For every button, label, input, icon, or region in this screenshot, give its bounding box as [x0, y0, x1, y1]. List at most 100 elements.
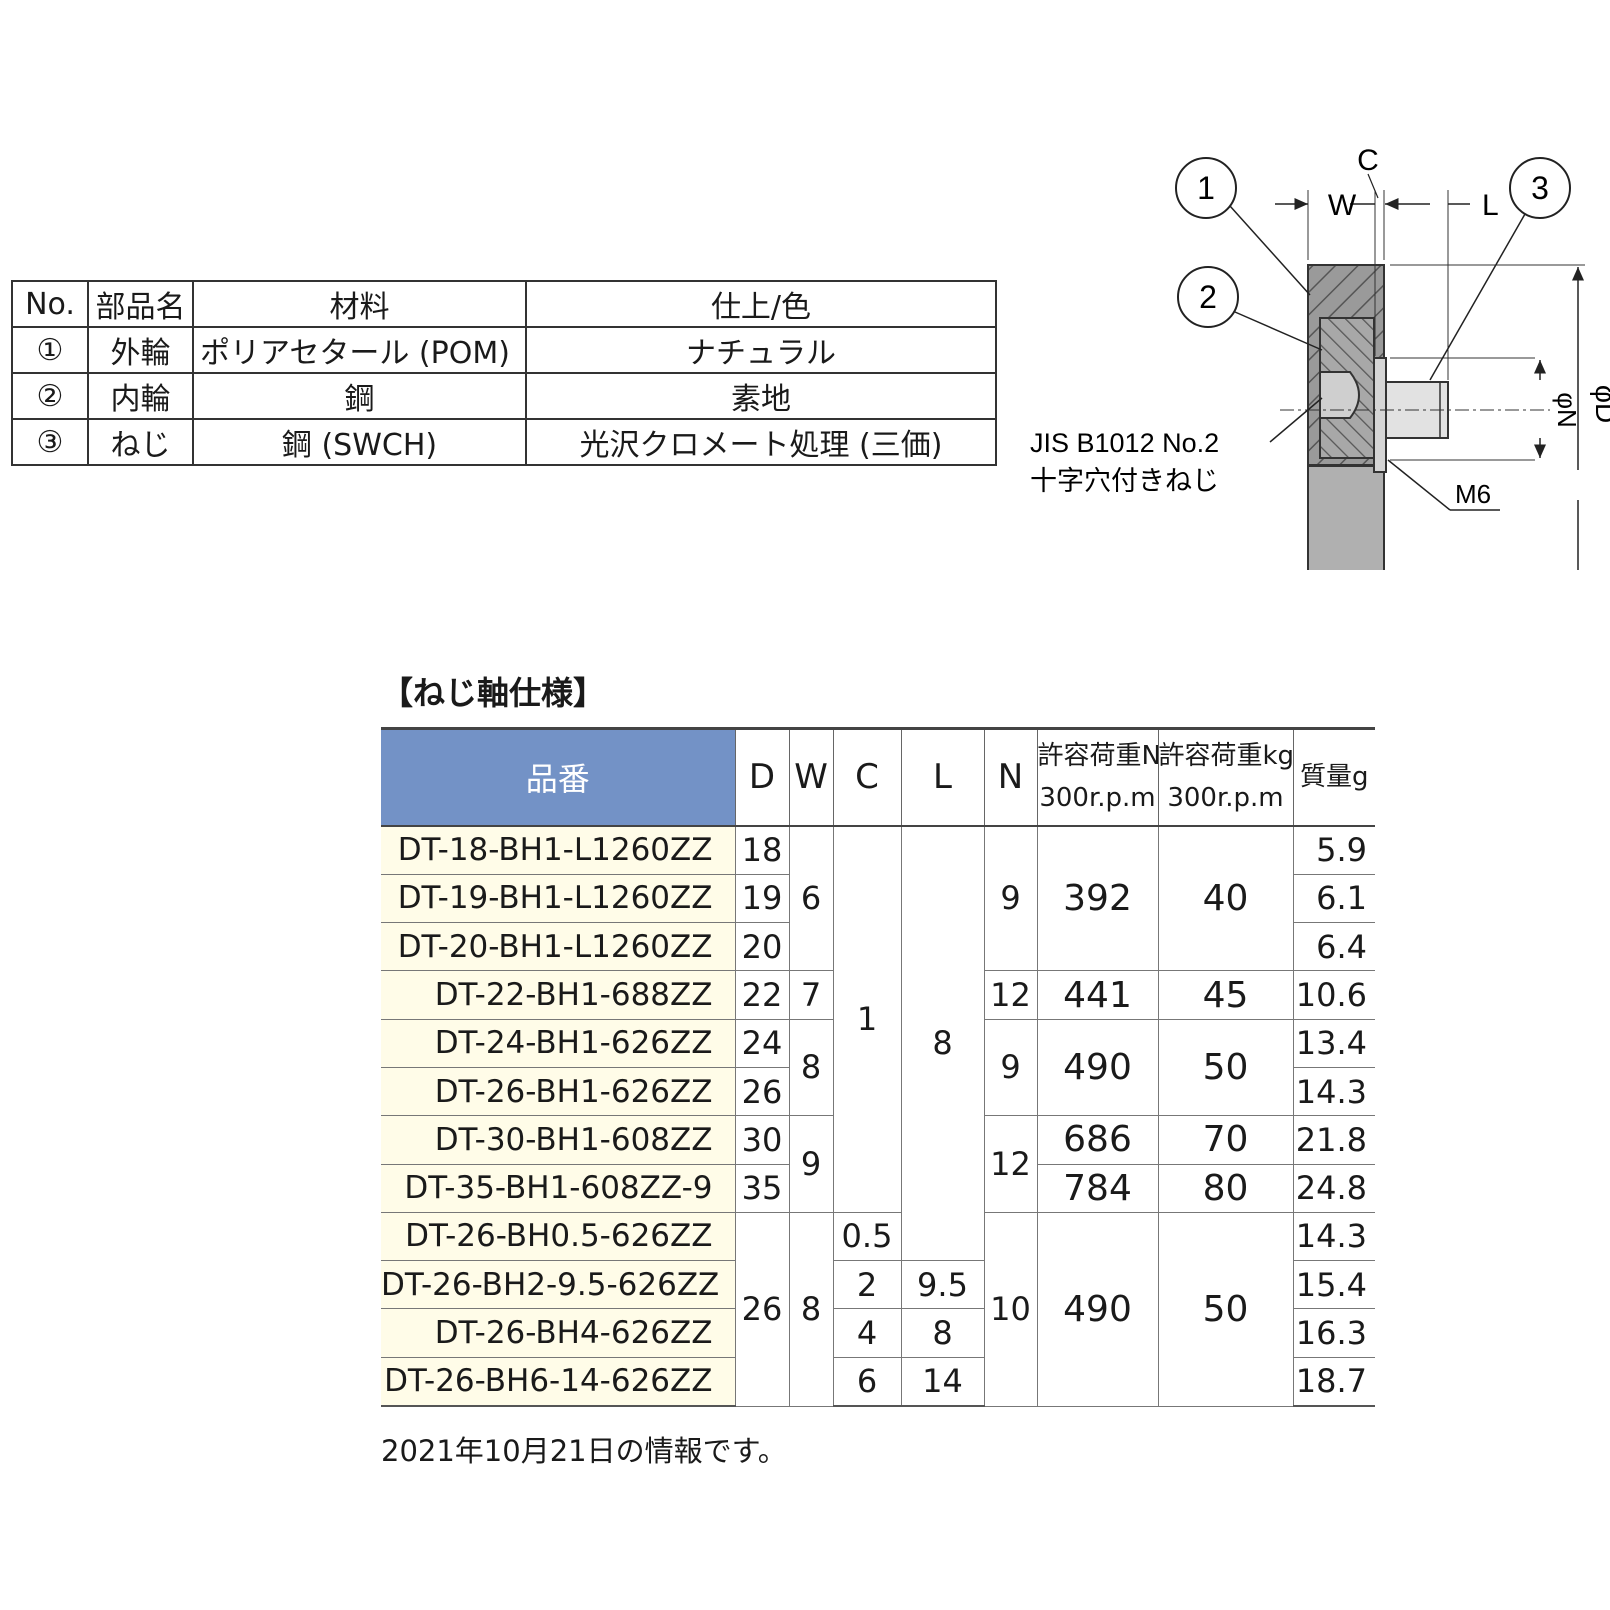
spec-row: DT-18-BH1-L1260ZZ 18 6 1 8 9 392 40 5.9: [381, 825, 1375, 1262]
callout-3-circle: [1509, 157, 1571, 219]
spec-load-kgf: 50: [1157, 1018, 1294, 1117]
spec-header-load-n-line1: 許容荷重N/: [1037, 741, 1158, 772]
spec-part-number: DT-26-BH1-626ZZ: [381, 1066, 736, 1117]
spec-part-number: DT-26-BH4-626ZZ: [381, 1308, 736, 1358]
dim-d-label: φD: [1590, 385, 1610, 423]
spec-n: 12: [983, 970, 1038, 1020]
spec-part-number: DT-24-BH1-626ZZ: [381, 1018, 736, 1068]
spec-part-number: DT-26-BH6-14-626ZZ: [381, 1356, 736, 1407]
spec-d: 26: [734, 1211, 790, 1407]
dim-c-label: C: [1357, 144, 1379, 177]
spec-load-kgf: 50: [1157, 1211, 1294, 1407]
spec-header-n: N: [983, 726, 1038, 827]
screw-flange: [1373, 357, 1387, 473]
spec-table: 品番 D W C L N 許容荷重N/300r.p.m 許容荷重kgf/300r…: [381, 726, 1375, 1407]
outer-wheel-lower: [1307, 465, 1385, 570]
spec-load-n: 784: [1036, 1163, 1159, 1213]
callout-3-label: 3: [1531, 170, 1549, 206]
spec-row: DT-35-BH1-608ZZ-9 35 784 80 24.8: [381, 1163, 1375, 1213]
spec-load-n: 392: [1036, 825, 1159, 972]
screw-head: [1319, 371, 1360, 419]
spec-mass: 6.4: [1292, 922, 1375, 972]
spec-mass: 18.7: [1292, 1356, 1375, 1407]
spec-row: DT-26-BH0.5-626ZZ 26 8 0.5 10 490 50 14.…: [381, 1211, 1375, 1407]
spec-d: 24: [734, 1018, 790, 1068]
dim-w-label: W: [1328, 189, 1357, 222]
spec-load-n: 441: [1036, 970, 1159, 1020]
spec-load-n: 490: [1036, 1018, 1159, 1117]
spec-d: 20: [734, 922, 790, 972]
parts-header-material: 材料: [192, 280, 527, 328]
dim-n-label: φN: [1552, 392, 1582, 428]
spec-l: 14: [900, 1356, 985, 1407]
spec-header-load-n-line2: 300r.p.m: [1039, 783, 1156, 814]
callout-1-circle: [1175, 157, 1237, 219]
spec-mass: 14.3: [1292, 1211, 1375, 1262]
parts-row: ② 内輪 鋼 素地: [11, 372, 997, 420]
spec-n: 12: [983, 1115, 1038, 1213]
spec-part-number: DT-19-BH1-L1260ZZ: [381, 873, 736, 924]
spec-w: 6: [788, 825, 834, 972]
parts-finish: ナチュラル: [525, 326, 997, 374]
spec-mass: 6.1: [1292, 873, 1375, 924]
spec-n: 9: [983, 1018, 1038, 1117]
spec-row: DT-26-BH6-14-626ZZ 6 14 18.7: [381, 1356, 1375, 1407]
callout-2-circle: [1177, 266, 1239, 328]
spec-part-number: DT-22-BH1-688ZZ: [381, 970, 736, 1020]
parts-table: No. 部品名 材料 仕上/色 ① 外輪 ポリアセタール (POM) ナチュラル…: [11, 280, 997, 466]
parts-no: ②: [11, 372, 89, 420]
spec-part-number: DT-18-BH1-L1260ZZ: [381, 825, 736, 875]
spec-l: 9.5: [900, 1260, 985, 1310]
parts-row: ① 外輪 ポリアセタール (POM) ナチュラル: [11, 326, 997, 374]
spec-load-kgf: 45: [1157, 970, 1294, 1020]
spec-w: 8: [788, 1018, 834, 1117]
callout-2-label: 2: [1199, 279, 1217, 315]
spec-header-load-n: 許容荷重N/300r.p.m: [1036, 726, 1159, 827]
spec-row: DT-26-BH1-626ZZ 26 14.3: [381, 1066, 1375, 1117]
spec-part-number: DT-20-BH1-L1260ZZ: [381, 922, 736, 972]
spec-mass: 24.8: [1292, 1163, 1375, 1213]
spec-d: 18: [734, 825, 790, 875]
callout-1-label: 1: [1197, 170, 1215, 206]
parts-no: ③: [11, 418, 89, 466]
screw-note-line2: 十字穴付きねじ: [1030, 466, 1219, 496]
spec-load-kgf: 40: [1157, 825, 1294, 972]
parts-header-name: 部品名: [87, 280, 194, 328]
parts-header-no: No.: [11, 280, 89, 328]
parts-finish: 光沢クロメート処理 (三価): [525, 418, 997, 466]
spec-c: 2: [832, 1260, 902, 1310]
spec-header-l: L: [900, 726, 985, 827]
spec-header-load-kgf-line2: 300r.p.m: [1167, 783, 1284, 814]
spec-l: 8: [900, 1308, 985, 1358]
wheel-cross-section-drawing: W C L φD φN M6 1 2 3 JIS B1012 No.2 十字穴付…: [1030, 144, 1610, 570]
spec-header-pn: 品番: [381, 726, 736, 827]
spec-n: 10: [983, 1211, 1038, 1407]
spec-w: 9: [788, 1115, 834, 1213]
spec-n: 9: [983, 825, 1038, 972]
parts-name: 内輪: [87, 372, 194, 420]
spec-d: 19: [734, 873, 790, 924]
spec-row: DT-30-BH1-608ZZ 30 9 12 686 70 21.8: [381, 1115, 1375, 1213]
parts-row: ③ ねじ 鋼 (SWCH) 光沢クロメート処理 (三価): [11, 418, 997, 466]
spec-c: 0.5: [832, 1211, 902, 1262]
spec-load-n: 686: [1036, 1115, 1159, 1165]
spec-header-load-kgf: 許容荷重kgf/300r.p.m: [1157, 726, 1294, 827]
spec-w: 8: [788, 1211, 834, 1407]
spec-mass: 13.4: [1292, 1018, 1375, 1068]
spec-mass: 10.6: [1292, 970, 1375, 1020]
spec-load-kgf: 80: [1157, 1163, 1294, 1213]
dim-m6-label: M6: [1455, 479, 1491, 509]
spec-header-row: 品番 D W C L N 許容荷重N/300r.p.m 許容荷重kgf/300r…: [381, 726, 1375, 827]
spec-mass: 14.3: [1292, 1066, 1375, 1117]
spec-row: DT-24-BH1-626ZZ 24 8 9 490 50 13.4: [381, 1018, 1375, 1117]
spec-mass: 21.8: [1292, 1115, 1375, 1165]
parts-header-row: No. 部品名 材料 仕上/色: [11, 280, 997, 328]
spec-mass: 15.4: [1292, 1260, 1375, 1310]
spec-row: DT-19-BH1-L1260ZZ 19 6.1: [381, 873, 1375, 924]
spec-l: 8: [900, 825, 985, 1262]
spec-c: 6: [832, 1356, 902, 1407]
parts-material: 鋼: [192, 372, 527, 420]
parts-finish: 素地: [525, 372, 997, 420]
spec-row: DT-26-BH2-9.5-626ZZ 2 9.5 15.4: [381, 1260, 1375, 1310]
parts-no: ①: [11, 326, 89, 374]
